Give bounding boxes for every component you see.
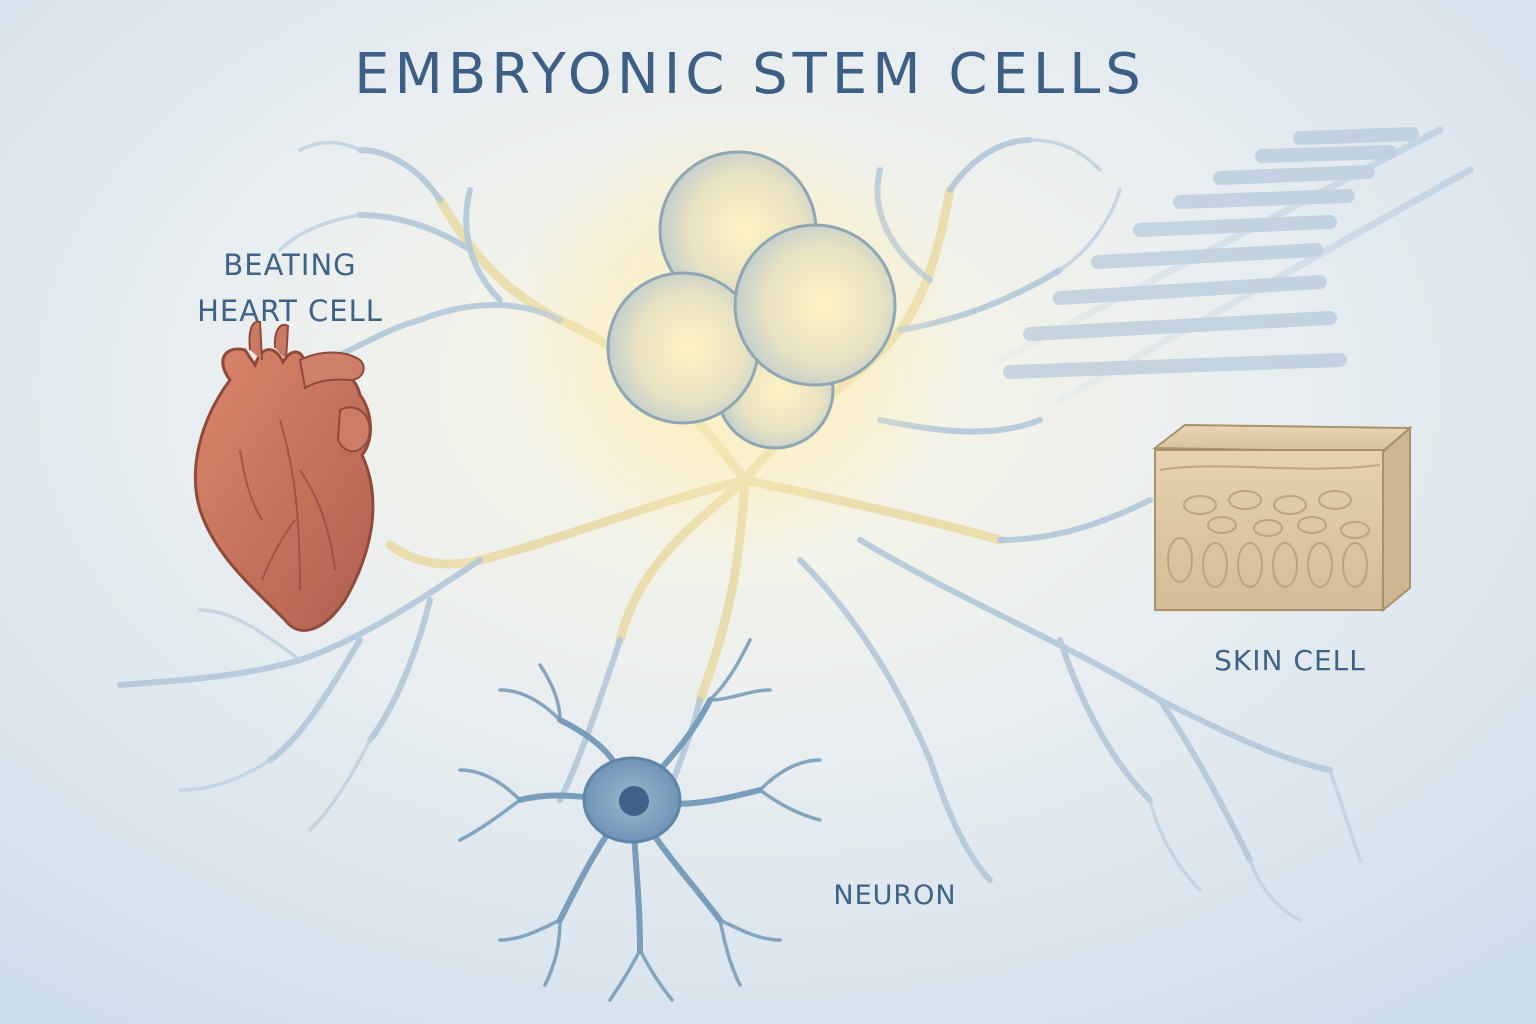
heart-cell-label-line2: HEART CELL (197, 294, 383, 328)
heart-cell-label-line1: BEATING (223, 248, 357, 282)
heart-cell-label: BEATING HEART CELL (170, 242, 410, 334)
page-title: EMBRYONIC STEM CELLS (354, 42, 1146, 107)
railway-track-icon (996, 126, 1474, 404)
neuron-label: NEURON (833, 880, 957, 911)
neuron-icon (458, 638, 822, 1002)
heart-icon (193, 320, 375, 632)
skin-cell-label: SKIN CELL (1214, 644, 1366, 677)
skin-tissue-block-icon (1152, 423, 1413, 613)
stem-cell-cluster-icon (606, 150, 897, 450)
